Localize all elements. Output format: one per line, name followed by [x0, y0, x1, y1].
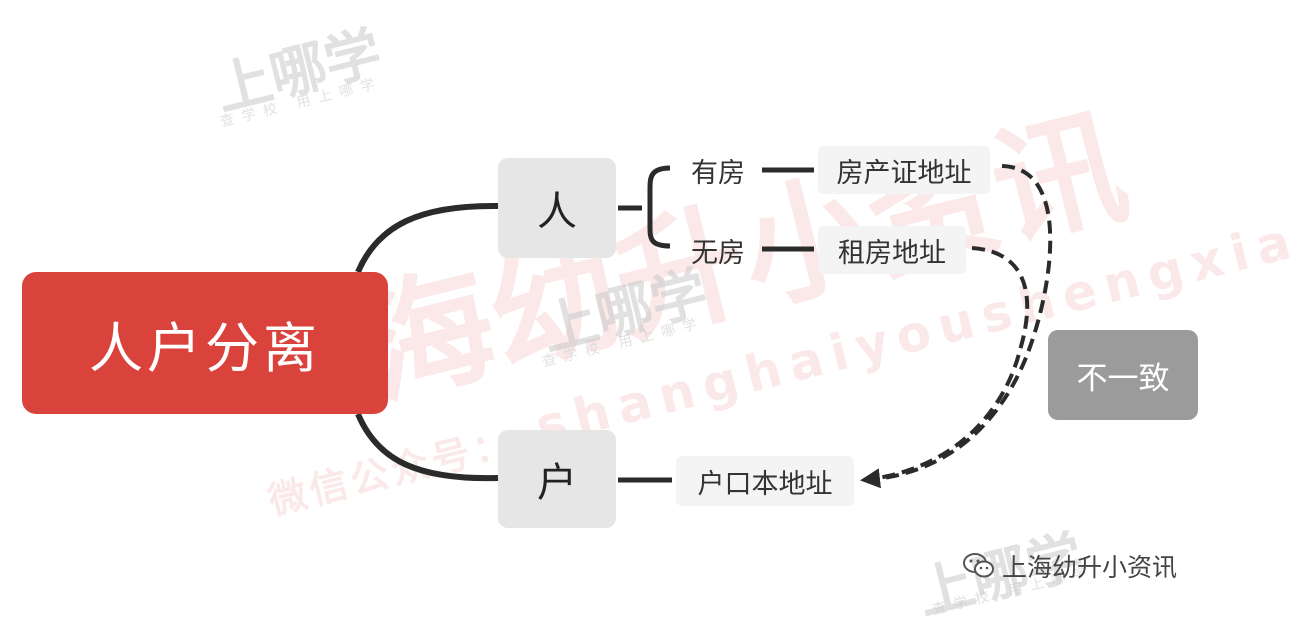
branch-condition-has-house: 有房 [691, 157, 745, 189]
branch-address-rental: 租房地址 [818, 226, 966, 274]
branch-condition-no-house: 无房 [691, 237, 745, 269]
person-node: 人 [498, 158, 616, 258]
root-node: 人户分离 [22, 272, 388, 414]
connector-root-person [355, 202, 499, 274]
connector-person-fork [618, 165, 671, 249]
branch-address-deed: 房产证地址 [818, 146, 990, 194]
wechat-icon [963, 553, 994, 578]
household-address-node: 户口本地址 [676, 456, 854, 506]
dashed-connector-rent [860, 246, 1030, 489]
source-footer: 上海幼升小资讯 [962, 548, 1177, 584]
household-node: 户 [498, 430, 616, 528]
mismatch-badge: 不一致 [1048, 330, 1198, 420]
footer-channel-name: 上海幼升小资讯 [1002, 553, 1178, 582]
dashed-connector-deed [863, 164, 1053, 482]
connector-root-household [355, 412, 499, 482]
